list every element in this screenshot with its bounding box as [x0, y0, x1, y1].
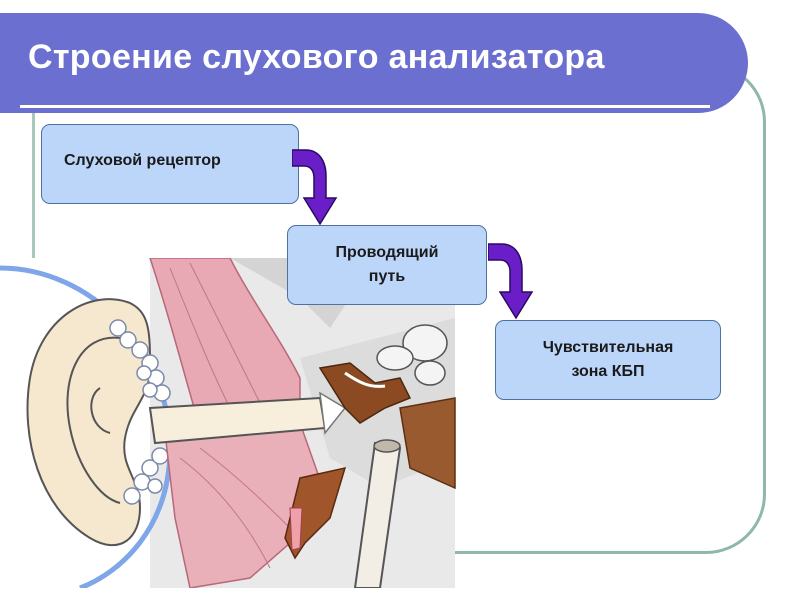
step-label: Слуховой рецептор — [64, 152, 221, 169]
curved-down-arrow-icon — [488, 243, 534, 320]
slide-title: Строение слухового анализатора — [28, 38, 605, 76]
title-underline — [20, 105, 710, 108]
step-box-auditory-receptor: Слуховой рецептор — [41, 124, 299, 204]
step-box-conducting-pathway: Проводящий путь — [287, 225, 487, 305]
curved-down-arrow-icon — [292, 149, 338, 226]
step-box-sensory-zone: Чувствительная зона КБП — [495, 320, 721, 400]
title-bar — [0, 13, 748, 113]
ear-anatomy-illustration — [0, 258, 456, 588]
step-label: Проводящий путь — [335, 244, 439, 285]
step-label: Чувствительная зона КБП — [542, 339, 674, 380]
